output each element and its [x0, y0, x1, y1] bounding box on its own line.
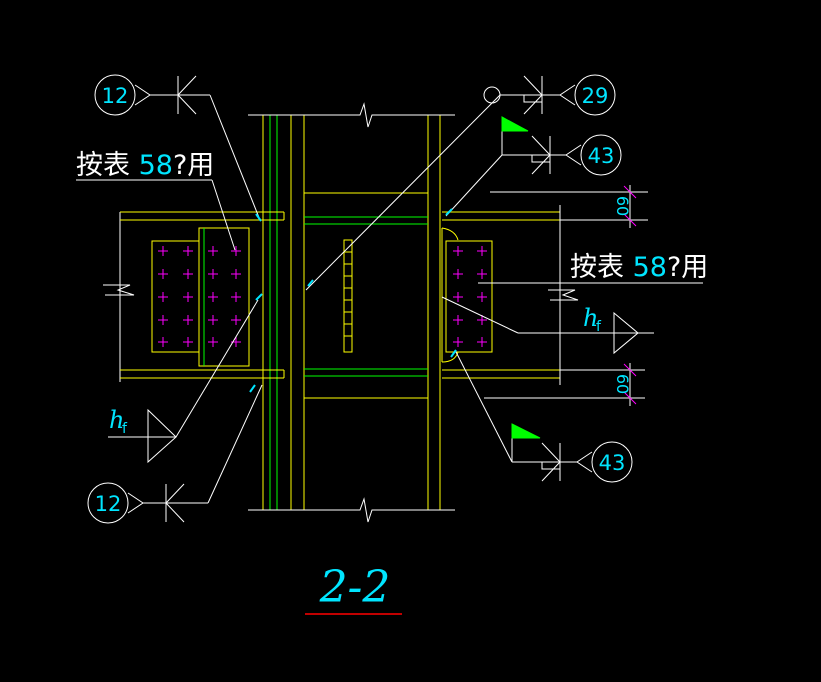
- callout-43-top-label: 43: [588, 144, 615, 168]
- bolt-mark: [453, 315, 463, 325]
- bolt-mark: [477, 269, 487, 279]
- svg-text:按表 58?用: 按表 58?用: [570, 252, 708, 283]
- bolt-mark: [208, 315, 218, 325]
- bolt-mark: [183, 246, 193, 256]
- dimension-bottom-label: 60: [613, 374, 632, 394]
- note-table-number: 58: [139, 150, 173, 181]
- dimension-bottom: 60: [484, 363, 645, 406]
- stiffeners: [304, 192, 428, 399]
- bolt-mark: [208, 246, 218, 256]
- bolt-mark: [183, 292, 193, 302]
- bolt-mark: [231, 315, 241, 325]
- note-left: 按表 58?用: [76, 150, 236, 251]
- callout-43-bottom-label: 43: [599, 451, 626, 475]
- dimension-top: 60: [490, 185, 648, 228]
- section-title-text: 2-2: [319, 562, 391, 613]
- bolt-mark: [158, 315, 168, 325]
- dimension-top-label: 60: [613, 196, 632, 216]
- bolt-mark: [158, 246, 168, 256]
- bolt-mark: [158, 337, 168, 347]
- weld-hf-right-f: f: [596, 319, 602, 335]
- bolt-mark: [477, 337, 487, 347]
- bolt-mark: [183, 269, 193, 279]
- note-table-number: 58: [633, 252, 667, 283]
- bolt-mark: [453, 246, 463, 256]
- svg-text:按表 58?用: 按表 58?用: [76, 150, 214, 181]
- bolt-mark: [231, 269, 241, 279]
- weld-hf-left-f: f: [122, 421, 128, 437]
- bolt-mark: [183, 337, 193, 347]
- bolt-mark: [453, 269, 463, 279]
- callout-12-top: 12: [94, 74, 261, 221]
- bolt-mark: [158, 269, 168, 279]
- bolt-mark: [453, 292, 463, 302]
- bolt-mark: [208, 269, 218, 279]
- callout-29-label: 29: [582, 84, 609, 108]
- bolt-mark: [231, 292, 241, 302]
- section-title: 2-2: [305, 562, 402, 615]
- callout-12-bottom-label: 12: [95, 492, 122, 516]
- weld-hf-right-h: h: [583, 304, 598, 332]
- bolt-mark: [477, 292, 487, 302]
- note-right: 按表 58?用: [478, 252, 708, 284]
- bolt-mark: [477, 246, 487, 256]
- left-beam: [103, 211, 285, 382]
- bolt-mark: [208, 292, 218, 302]
- column: [248, 102, 455, 523]
- bolts: [158, 246, 487, 347]
- bolt-mark: [231, 246, 241, 256]
- bolt-mark: [453, 337, 463, 347]
- note-suffix: ?用: [173, 150, 214, 181]
- callout-43-bottom: 43: [454, 349, 633, 483]
- weld-hf-left-h: h: [109, 406, 124, 434]
- bolt-mark: [477, 315, 487, 325]
- callout-12-top-label: 12: [102, 84, 129, 108]
- callout-29: 29: [305, 74, 616, 291]
- bolt-mark: [158, 292, 168, 302]
- weld-hf-right: h f: [441, 296, 654, 355]
- note-left-prefix: 按表: [76, 150, 130, 181]
- bolt-mark: [208, 337, 218, 347]
- bolt-mark: [183, 315, 193, 325]
- note-right-prefix: 按表: [570, 252, 624, 283]
- weld-hf-left: h f: [108, 299, 259, 464]
- callout-12-bottom: 12: [87, 384, 263, 524]
- callout-43-top: 43: [445, 116, 622, 217]
- weld-arrow-marks: [249, 208, 457, 393]
- note-suffix: ?用: [667, 252, 708, 283]
- right-beam: [441, 205, 579, 385]
